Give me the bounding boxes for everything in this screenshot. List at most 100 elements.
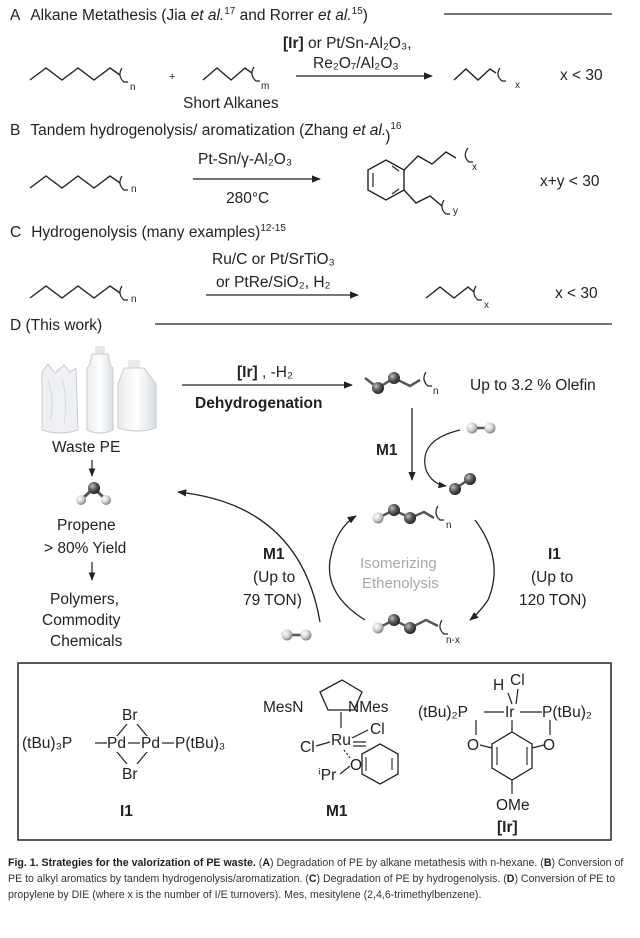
short-alkanes-label: Short Alkanes (183, 95, 279, 112)
ir-center: Ir (505, 704, 514, 721)
section-d-header: D (This work) (10, 317, 102, 334)
terminal-olefin (372, 504, 444, 524)
i1-right-ligand: P(tBu)₃ (175, 735, 225, 752)
catalyst-b: Pt-Sn/γ-Al₂O₃ (198, 151, 292, 168)
caption-d-text: Conversion of PE to propylene by DIE (wh… (8, 873, 616, 902)
cycle-arrow-right (469, 519, 495, 621)
caption-a-letter: A (262, 857, 270, 869)
catalyst-ir: H Cl (tBu)₂P Ir P(tBu)₂ O O OMe [Ir] (418, 672, 592, 836)
chain-y (403, 189, 443, 207)
catalyst-a-line2: Re₂O₇/Al₂O₃ (313, 55, 399, 72)
left-up-to: (Up to (253, 569, 295, 586)
ir-cl: Cl (510, 672, 525, 689)
catalyst-m1: MesN NMes Ru Cl Cl O ⁱPr M1 (263, 679, 399, 820)
cycle-arrow-left (328, 515, 366, 621)
dehydrogenation-label: Dehydrogenation (195, 395, 322, 412)
olefin-chain (364, 371, 432, 394)
sub-x-c: x (484, 300, 489, 311)
right-up-to: (Up to (531, 569, 573, 586)
m1-ru: Ru (331, 732, 351, 749)
olefin-label: Up to 3.2 % Olefin (470, 377, 596, 394)
repeat-bracket-x-a (497, 67, 506, 82)
i1-pd-right: Pd (141, 735, 160, 752)
i1-left-ligand: (tBu)₃P (22, 735, 72, 752)
right-ton: 120 TON) (519, 592, 587, 609)
m1-cl-left: Cl (300, 739, 315, 756)
caption-c-letter: C (308, 873, 317, 886)
short-alkane (202, 67, 253, 81)
m1-ipr: ⁱPr (318, 767, 336, 784)
repeat-bracket-b (119, 175, 128, 191)
catalyst-i1: Br (tBu)₃P Pd Pd P(tBu)₃ Br I1 (22, 707, 225, 820)
internal-olefin (372, 614, 448, 635)
return-arc-arrow (177, 489, 321, 623)
caption-b-text: Conversion of PE to alkyl aromatics by t… (8, 857, 624, 886)
chain-x (403, 151, 457, 171)
i1-name: I1 (120, 803, 133, 820)
ir-left-ligand: (tBu)₂P (418, 704, 468, 721)
sub-x-a: x (515, 80, 520, 91)
propene-label: Propene (57, 517, 116, 534)
sub-n-a: n (130, 82, 136, 93)
ethylene-in (466, 422, 496, 434)
ir-o-right: O (543, 737, 555, 754)
product-a (453, 68, 497, 81)
figure-caption: Fig. 1. Strategies for the valorization … (8, 857, 624, 902)
commodity-label: Commodity (42, 612, 121, 629)
right-i1-label: I1 (548, 546, 561, 563)
i1-pd-left: Pd (107, 735, 126, 752)
pe-chain-b (29, 175, 121, 189)
condition-c: x < 30 (555, 285, 598, 302)
ir-name: [Ir] (497, 819, 518, 836)
product-c (425, 286, 475, 299)
condition-b: x+y < 30 (540, 173, 600, 190)
caption-title: Fig. 1. Strategies for the valorization … (8, 857, 256, 869)
ir-right-ligand: P(tBu)₂ (542, 704, 592, 721)
i1-br-top: Br (122, 707, 138, 724)
chemicals-label: Chemicals (50, 633, 123, 650)
repeat-bracket-m (251, 66, 260, 82)
dehydro-catalyst: [Ir] , -H₂ (237, 364, 293, 381)
catalyst-c-line1: Ru/C or Pt/SrTiO₃ (212, 251, 335, 268)
sub-n-c: n (131, 294, 137, 305)
catalyst-a-line1: [Ir] or Pt/Sn-Al₂O₃, (283, 35, 412, 52)
yield-label: > 80% Yield (44, 540, 126, 557)
m1-mesn: MesN (263, 699, 303, 716)
i1-br-bottom: Br (122, 766, 138, 783)
caption-d-letter: D (506, 873, 515, 886)
sub-y-b: y (453, 206, 458, 217)
condition-a: x < 30 (560, 67, 603, 84)
ethylene-out (449, 473, 476, 495)
catalyst-c-line2: or PtRe/SiO₂, H₂ (216, 274, 331, 291)
sub-n-terminal: n (446, 520, 452, 531)
sub-m: m (261, 81, 269, 92)
m1-step-label: M1 (376, 442, 398, 459)
waste-pe-label: Waste PE (52, 439, 120, 456)
ir-h: H (493, 677, 504, 694)
m1-cl-right: Cl (370, 721, 385, 738)
sub-x-b: x (472, 162, 477, 173)
temperature-b: 280°C (226, 190, 269, 207)
isomerizing-label: Isomerizing (360, 555, 437, 572)
caption-c-text: Degradation of PE by hydrogenolysis. (323, 873, 501, 886)
section-d: D (This work) Waste PE Propene > 80% Yie… (10, 317, 612, 650)
left-ton: 79 TON) (243, 592, 302, 609)
caption-a-text: Degradation of PE by alkane metathesis w… (276, 857, 538, 869)
ir-ome: OMe (496, 797, 530, 814)
m1-o: O (350, 757, 362, 774)
propene-molecule (76, 482, 111, 505)
pe-chain-a (29, 67, 121, 81)
m1-name: M1 (326, 803, 348, 820)
catalyst-box (17, 662, 612, 841)
ethylene-curve-arrow (424, 429, 461, 489)
sub-n-minus-x: n-x (446, 635, 460, 646)
ethenolysis-label: Ethenolysis (362, 575, 439, 592)
sub-n-olefin: n (433, 386, 439, 397)
pe-chain-c (29, 285, 121, 299)
